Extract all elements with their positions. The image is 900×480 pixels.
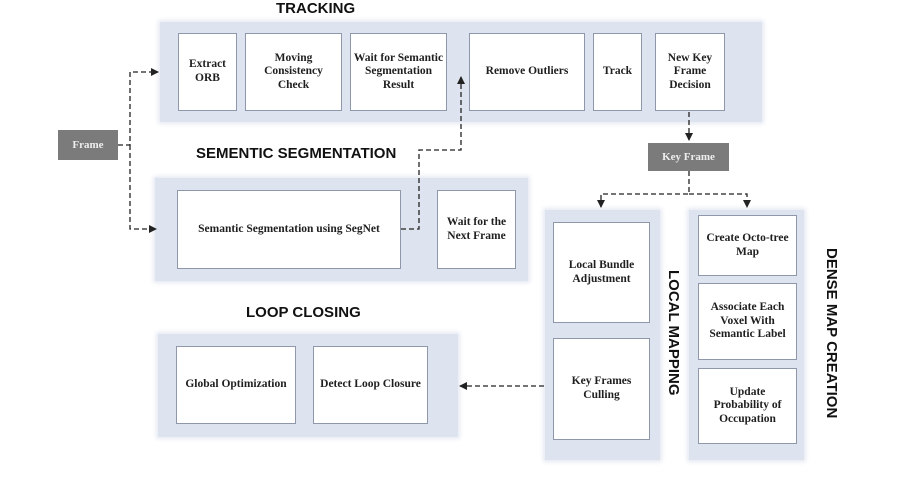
arrow-frame-to-segnet — [129, 145, 157, 233]
arrow-key-frame-to-local-mapping — [597, 171, 690, 208]
loop-closing-title: LOOP CLOSING — [246, 304, 361, 321]
detect-loop-closure-box: Detect Loop Closure — [313, 346, 428, 424]
segnet-box: Semantic Segmentation using SegNet — [177, 190, 401, 269]
key-frame-node: Key Frame — [648, 143, 729, 171]
global-optimization-box: Global Optimization — [176, 346, 296, 424]
update-probability-box: Update Probability of Occupation — [698, 368, 797, 444]
new-key-frame-decision-box: New Key Frame Decision — [655, 33, 725, 111]
remove-outliers-box: Remove Outliers — [469, 33, 585, 111]
extract-orb-box: Extract ORB — [178, 33, 237, 111]
arrow-key-frame-to-dense-map — [689, 193, 751, 208]
tracking-title: TRACKING — [276, 0, 356, 17]
local-bundle-adjustment-box: Local Bundle Adjustment — [553, 222, 650, 323]
frame-node: Frame — [58, 130, 118, 160]
arrow-frame-to-extract-orb — [118, 68, 159, 146]
semantic-segmentation-title: SEMENTIC SEGMENTATION — [196, 145, 397, 162]
track-box: Track — [593, 33, 642, 111]
moving-consistency-check-box: Moving Consistency Check — [245, 33, 342, 111]
create-octo-tree-map-box: Create Octo-tree Map — [698, 215, 797, 276]
wait-for-segmentation-box: Wait for Semantic Segmentation Result — [350, 33, 447, 111]
wait-next-frame-box: Wait for the Next Frame — [437, 190, 516, 269]
associate-voxel-label-box: Associate Each Voxel With Semantic Label — [698, 283, 797, 360]
arrow-segnet-to-wait-seg — [401, 76, 465, 230]
key-frames-culling-box: Key Frames Culling — [553, 338, 650, 440]
